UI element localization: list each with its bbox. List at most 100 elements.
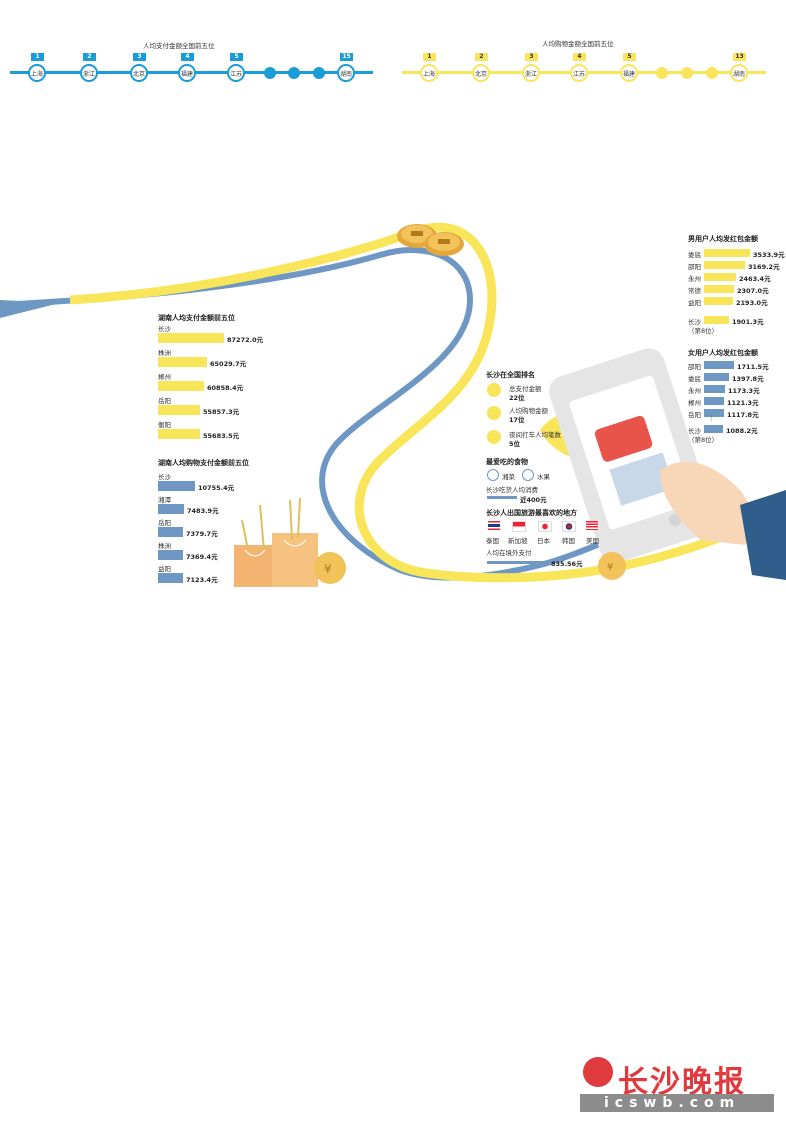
shopping-bags: ¥: [234, 497, 346, 587]
male-changsha-bar: [704, 316, 729, 324]
rank-item-label: 夜间打车人均笔数: [509, 431, 561, 439]
rank-number: 2: [83, 53, 96, 61]
bar: [704, 285, 734, 293]
newspaper-logo-icon: [583, 1057, 613, 1087]
bar-city-label: 永州: [688, 275, 701, 283]
bar-value: 1397.8元: [732, 375, 764, 383]
logo-url: icswb.com: [604, 1095, 741, 1111]
travel-country: 美国: [586, 537, 599, 545]
bar: [158, 333, 224, 343]
bar-value: 7369.4元: [186, 553, 218, 561]
rank-dot: [264, 67, 276, 79]
shopping-icon: [487, 406, 501, 420]
travel-country: 新加坡: [508, 537, 528, 545]
food-spend-value: 近400元: [520, 496, 547, 504]
rank-city: 上海: [28, 64, 46, 82]
bar: [704, 297, 733, 305]
rank-dot: [706, 67, 718, 79]
bar-city-label: 益阳: [688, 299, 701, 307]
rank-dot: [313, 67, 325, 79]
rank-item-value: 5位: [509, 440, 521, 448]
blue-ribbon: [0, 247, 782, 581]
travel-country: 日本: [537, 537, 550, 545]
bar-value: 10755.4元: [198, 484, 235, 492]
bar: [158, 481, 195, 491]
bar-value: 7123.4元: [186, 576, 218, 584]
rank-number: 15: [340, 53, 353, 61]
male-changsha-value: 1901.3元: [732, 318, 764, 326]
bar-value: 55683.5元: [203, 432, 240, 440]
bar-value: 1173.3元: [728, 387, 760, 395]
female-changsha-bar: [704, 425, 723, 433]
bar: [158, 429, 200, 439]
rank-number: 4: [573, 53, 586, 61]
bar-value: 3533.9元: [753, 251, 785, 259]
food-item-label: 湘菜: [502, 473, 515, 481]
rank-dot: [656, 67, 668, 79]
rank-city: 湖南: [337, 64, 355, 82]
abroad-label: 人均在境外支付: [486, 549, 532, 557]
wallet-icon: [487, 383, 501, 397]
bar: [704, 397, 724, 405]
bar-value: 1117.8元: [727, 411, 759, 419]
rank-number: 5: [230, 53, 243, 61]
bar: [704, 249, 750, 257]
bar-value: 2307.0元: [737, 287, 769, 295]
rank-item-value: 17位: [509, 416, 525, 424]
rank-city: 湖南: [730, 64, 748, 82]
bar-city-label: 娄底: [688, 251, 701, 259]
changsha-rank-title: 长沙在全国排名: [486, 371, 535, 379]
top-shop-title: 人均购物金额全国前五位: [542, 40, 614, 48]
bar: [158, 357, 207, 367]
bar: [704, 261, 745, 269]
bar-value: 1711.5元: [737, 363, 769, 371]
bar-value: 1121.3元: [727, 399, 759, 407]
bar-value: 87272.0元: [227, 336, 264, 344]
bar: [704, 273, 736, 281]
yellow-ribbon: [69, 222, 763, 583]
bar-city-label: 郴州: [688, 399, 701, 407]
bar-city-label: 株洲: [158, 542, 171, 550]
rank-number: 3: [525, 53, 538, 61]
bar: [704, 385, 725, 393]
bar-city-label: 长沙: [158, 473, 171, 481]
abroad-bar: [487, 561, 547, 564]
yuan-coin: ¥: [598, 552, 626, 580]
dish-icon: [487, 469, 499, 481]
bar-city-label: 娄底: [688, 375, 701, 383]
bar: [158, 550, 183, 560]
bar-city-label: 长沙: [158, 325, 171, 333]
bar-city-label: 株洲: [158, 349, 171, 357]
bar-value: 55857.3元: [203, 408, 240, 416]
rank-dot: [288, 67, 300, 79]
bar-city-label: 郴州: [158, 373, 171, 381]
rank-city: 北京: [130, 64, 148, 82]
rank-number: 5: [623, 53, 636, 61]
bar-city-label: 益阳: [158, 565, 171, 573]
top-pay-title: 人均支付金额全国前五位: [143, 42, 215, 50]
rank-number: 1: [423, 53, 436, 61]
bar-city-label: 常德: [688, 287, 701, 295]
bar-value: 7483.9元: [187, 507, 219, 515]
rank-city: 浙江: [522, 64, 540, 82]
bar-value: 2193.0元: [736, 299, 768, 307]
rank-item-label: 人均购物金额: [509, 407, 548, 415]
rank-city: 福建: [620, 64, 638, 82]
female-ellipsis: ⋮: [708, 414, 715, 422]
female-red-title: 女用户人均发红包金额: [688, 349, 758, 357]
female-changsha-value: 1088.2元: [726, 427, 758, 435]
bar: [158, 527, 183, 537]
hand-illustration: [660, 461, 786, 580]
bar-value: 7379.7元: [186, 530, 218, 538]
coin-stack: [397, 224, 464, 256]
bar-city-label: 岳阳: [158, 519, 171, 527]
food-spend-bar: [487, 496, 517, 499]
food-title: 最爱吃的食物: [486, 458, 528, 466]
bar-city-label: 岳阳: [158, 397, 171, 405]
thailand-flag-icon: [488, 521, 500, 530]
rank-number: 1: [31, 53, 44, 61]
bar: [158, 405, 200, 415]
hunan-shop-title: 湖南人均购物支付金额前五位: [158, 459, 249, 467]
bar-city-label: 湘潭: [158, 496, 171, 504]
male-changsha-rank: （第8位）: [688, 327, 719, 335]
